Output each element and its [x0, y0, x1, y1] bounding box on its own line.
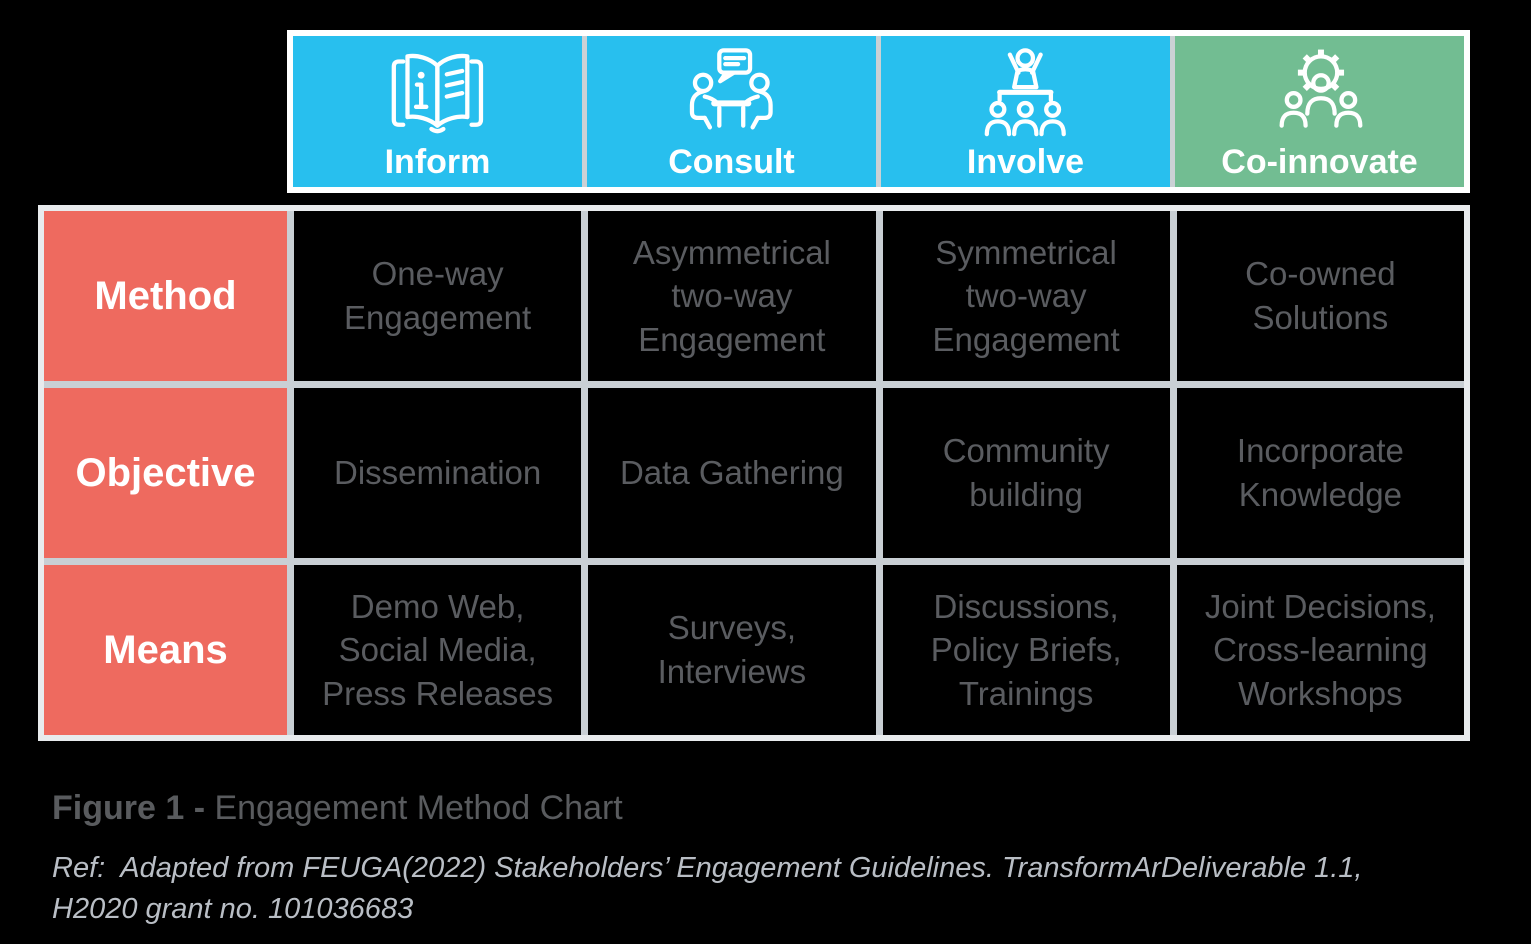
cell-method-consult: Asymmetrical two-way Engagement	[588, 211, 876, 381]
row-header-means: Means	[44, 565, 287, 735]
header-cell-inform: Inform	[293, 36, 582, 187]
figure-caption-title: Engagement Method Chart	[214, 789, 623, 827]
cell-method-inform: One-way Engagement	[294, 211, 582, 381]
cell-means-co-innovate: Joint Decisions, Cross-learning Workshop…	[1176, 565, 1464, 735]
reference-note: Ref: Adapted from FEUGA(2022) Stakeholde…	[52, 852, 1363, 925]
header-cell-consult: Consult	[587, 36, 876, 187]
cell-objective-co-innovate: Incorporate Knowledge	[1176, 388, 1464, 558]
row-header-objective: Objective	[44, 388, 287, 558]
cell-objective-involve: Community building	[882, 388, 1170, 558]
cell-means-consult: Surveys, Interviews	[588, 565, 876, 735]
cell-means-inform: Demo Web, Social Media, Press Releases	[294, 565, 582, 735]
header-label-consult: Consult	[668, 143, 795, 181]
cell-method-involve: Symmetrical two-way Engagement	[882, 211, 1170, 381]
figure-caption-label: Figure 1 -	[52, 789, 215, 827]
figure-caption: Figure 1 - Engagement Method Chart	[52, 789, 623, 827]
header-label-co-innovate: Co-innovate	[1221, 143, 1418, 181]
cell-objective-inform: Dissemination	[294, 388, 582, 558]
cell-means-involve: Discussions, Policy Briefs, Trainings	[882, 565, 1170, 735]
engagement-method-table: Method One-way Engagement Asymmetrical t…	[38, 205, 1470, 741]
cell-method-co-innovate: Co-owned Solutions	[1176, 211, 1464, 381]
consult-discussion-icon	[680, 44, 783, 144]
co-innovate-gear-people-icon	[1268, 44, 1371, 144]
header-cell-co-innovate: Co-innovate	[1175, 36, 1464, 187]
row-header-method: Method	[44, 211, 287, 381]
info-book-icon	[381, 44, 494, 144]
header-label-inform: Inform	[384, 143, 491, 181]
header-cell-involve: Involve	[881, 36, 1170, 187]
engagement-levels-header: Inform C	[287, 30, 1470, 193]
cell-objective-consult: Data Gathering	[588, 388, 876, 558]
involve-podium-crowd-icon	[974, 44, 1077, 144]
header-label-involve: Involve	[966, 143, 1085, 181]
